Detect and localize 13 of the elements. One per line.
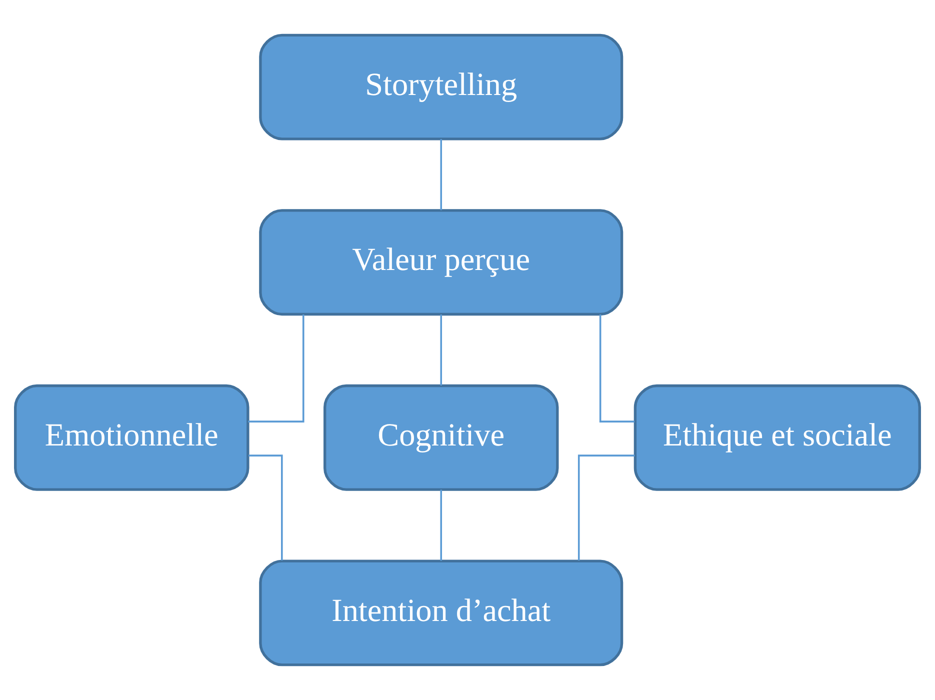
connector — [248, 314, 304, 422]
node-box: Ethique et sociale — [634, 384, 921, 491]
node-box: Cognitive — [324, 384, 559, 491]
node-box: Emotionnelle — [14, 384, 250, 491]
connector — [440, 314, 442, 386]
connector — [599, 314, 634, 422]
connector — [440, 139, 442, 210]
node-box: Storytelling — [259, 34, 624, 140]
node-box: Intention d’achat — [259, 560, 624, 666]
connector — [248, 454, 283, 561]
node-box: Valeur perçue — [259, 209, 624, 316]
connector — [578, 454, 635, 561]
connector — [440, 490, 442, 561]
